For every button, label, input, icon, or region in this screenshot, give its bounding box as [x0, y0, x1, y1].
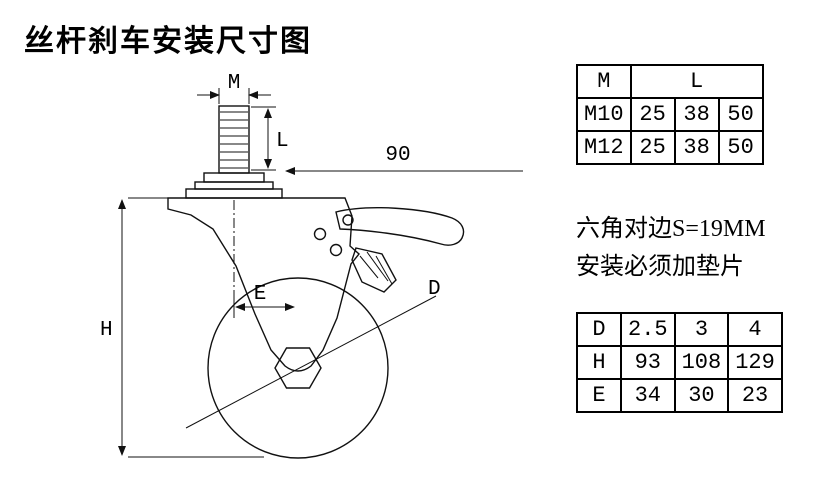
cell: 34	[620, 378, 676, 413]
col-header-l: L	[629, 64, 764, 99]
threaded-stem	[218, 105, 250, 174]
dim-label-H: H	[100, 319, 113, 342]
cell: M10	[576, 97, 632, 132]
table-row: H 93 108 129	[576, 345, 783, 380]
dim-L: L	[251, 106, 289, 171]
cell: 23	[727, 378, 783, 413]
axle-hex-nut	[274, 347, 322, 389]
brake-lever	[335, 207, 465, 293]
table-row: M L	[576, 64, 764, 99]
row-header-h: H	[576, 345, 622, 380]
cell: 38	[673, 97, 720, 132]
dim-E: E	[233, 283, 295, 318]
row-header-e: E	[576, 378, 622, 413]
note-hex-flats: 六角对边S=19MM	[576, 216, 766, 242]
cell: 4	[727, 312, 783, 347]
dim-label-D: D	[428, 278, 441, 301]
mounting-plates	[185, 172, 283, 199]
table-row: M10 25 38 50	[576, 97, 764, 132]
wheel-dimension-table: D 2.5 3 4 H 93 108 129 E 34 30 23	[576, 312, 783, 413]
caster-technical-drawing: M L 90 H E D	[100, 72, 523, 459]
cell: 129	[727, 345, 783, 380]
cell: 3	[673, 312, 730, 347]
cell: 25	[629, 97, 676, 132]
dim-label-90: 90	[385, 144, 410, 167]
dim-H: H	[100, 197, 264, 458]
cell: M12	[576, 130, 632, 165]
cell: 93	[620, 345, 676, 380]
cell: 38	[673, 130, 720, 165]
cell: 50	[717, 97, 764, 132]
cell: 2.5	[620, 312, 676, 347]
table-row: E 34 30 23	[576, 378, 783, 413]
row-header-d: D	[576, 312, 622, 347]
thread-size-table: M L M10 25 38 50 M12 25 38 50	[576, 64, 764, 165]
dim-90: 90	[285, 144, 523, 175]
wheel	[185, 277, 437, 459]
table-row: D 2.5 3 4	[576, 312, 783, 347]
cell: 30	[673, 378, 730, 413]
fork-bracket	[167, 197, 360, 372]
cell: 50	[717, 130, 764, 165]
cell: 25	[629, 130, 676, 165]
dim-label-L: L	[276, 130, 289, 153]
wheel-diameter-line	[185, 295, 437, 429]
lever-pivot	[342, 214, 354, 226]
bracket-hole	[313, 227, 327, 241]
brake-pad	[351, 247, 397, 293]
dim-label-E: E	[254, 283, 267, 306]
dim-label-M: M	[228, 72, 241, 95]
installation-notes: 六角对边S=19MM 安装必须加垫片	[576, 210, 766, 286]
col-header-m: M	[576, 64, 632, 99]
bracket-hole	[329, 243, 343, 257]
page-title: 丝杆刹车安装尺寸图	[24, 25, 312, 58]
cell: 108	[673, 345, 730, 380]
table-row: M12 25 38 50	[576, 130, 764, 165]
dim-M: M	[197, 72, 271, 104]
note-washer: 安装必须加垫片	[576, 254, 744, 280]
